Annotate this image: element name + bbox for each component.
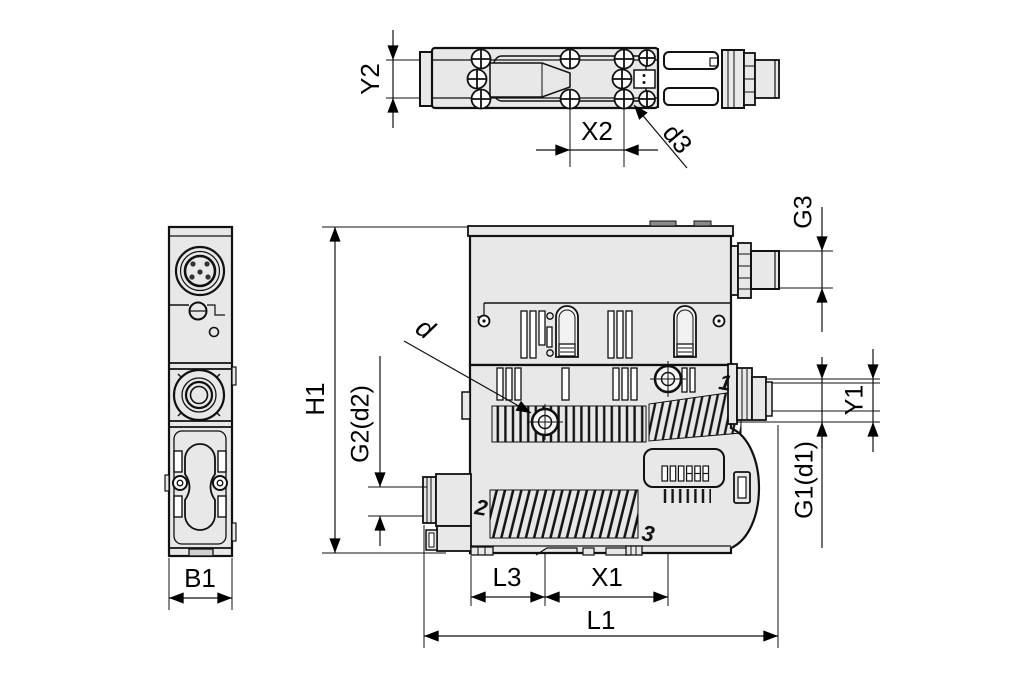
dim-label-h1: H1 (300, 382, 330, 415)
dim-label-y1: Y1 (841, 385, 869, 416)
dim-g2 (368, 356, 427, 546)
regulator-knob (172, 368, 226, 422)
vent-slots-lower (496, 367, 696, 401)
dim-label-g1d1: G1(d1) (791, 441, 819, 519)
silencer-fins-bottom (489, 489, 639, 539)
leader-d3 (633, 104, 688, 169)
dim-label-d: d (410, 312, 440, 346)
port-label-1: 1 (717, 369, 733, 396)
dim-label-g3: G3 (790, 195, 818, 228)
dim-y2 (386, 30, 420, 128)
dim-label-y2: Y2 (355, 63, 385, 95)
dim-label-l3: L3 (493, 562, 522, 592)
dim-label-x1: X1 (591, 562, 623, 592)
leader-d (403, 340, 532, 414)
dim-x2 (536, 104, 658, 167)
mounting-notch (169, 301, 225, 338)
port-d-hole (527, 404, 563, 440)
dim-g3 (780, 207, 833, 332)
button-right (673, 305, 697, 358)
dim-label-x2: X2 (581, 116, 613, 146)
vent-slots-upper (520, 310, 633, 359)
dim-b1 (168, 558, 233, 610)
top-view-slot-2 (663, 87, 719, 106)
port-label-2: 2 (472, 494, 490, 521)
side-view (164, 225, 237, 610)
m12-connector (174, 245, 226, 297)
electrical-connector (730, 242, 780, 299)
dim-h1 (322, 226, 468, 554)
port-2-fitting (422, 473, 472, 552)
dim-l3-x1-l1 (423, 425, 779, 648)
top-view-funnel (489, 62, 571, 98)
port-label-3: 3 (640, 520, 656, 547)
label-panel (643, 448, 725, 503)
dim-label-l1: L1 (587, 605, 616, 635)
port-1-hole (650, 361, 686, 397)
screws-top-view (466, 48, 656, 110)
port-1-fitting (727, 363, 773, 425)
front-view (322, 207, 880, 648)
panel-screw-right (712, 314, 726, 328)
pilot-hole (208, 326, 220, 338)
dim-label-g2d2: G2(d2) (347, 385, 375, 463)
panel-screw-left (477, 314, 491, 328)
top-view (386, 30, 780, 169)
side-screw-right (212, 475, 228, 491)
dim-label-b1: B1 (184, 563, 216, 593)
side-screw-left (172, 475, 188, 491)
dim-label-d3: d3 (657, 118, 699, 159)
button-left (555, 305, 579, 358)
mounting-feet (470, 545, 643, 556)
stadium-cutout (184, 443, 216, 531)
silencer-fins (491, 405, 647, 443)
